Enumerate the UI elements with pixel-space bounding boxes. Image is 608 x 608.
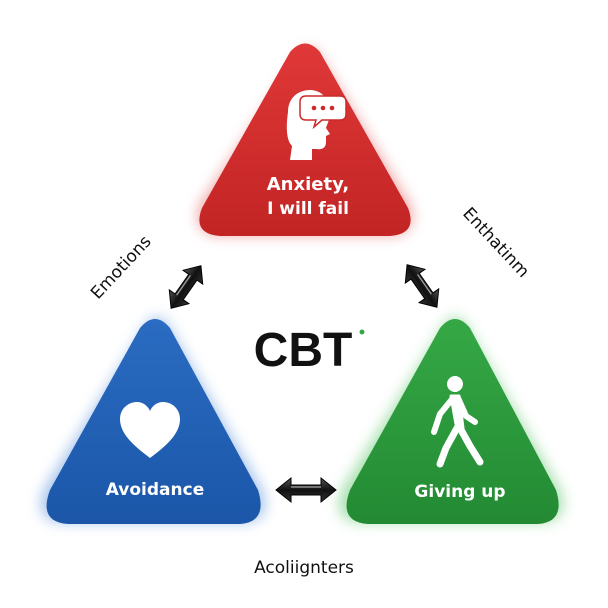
head-speech-bubble-icon (286, 90, 347, 160)
triangle-anxiety: Anxiety, I will fail (197, 43, 413, 236)
triangle-giving-up-shape (346, 319, 559, 524)
connector-left-label: Emotions (87, 232, 156, 304)
center-title-group: CBT (254, 324, 365, 377)
triangle-giving-up: Giving up (339, 317, 563, 524)
connector-right-arrow (404, 264, 440, 308)
triangle-anxiety-label-line2: I will fail (267, 199, 349, 219)
connector-right-label: Enthatinm (458, 204, 533, 282)
triangle-avoidance: Avoidance (41, 317, 265, 524)
triangle-anxiety-label-line1: Anxiety, (267, 174, 350, 195)
triangle-avoidance-label: Avoidance (106, 480, 205, 500)
center-title: CBT (254, 324, 353, 377)
walking-person-icon (431, 376, 484, 468)
connector-left-arrow (168, 265, 204, 309)
heart-icon (120, 402, 180, 458)
connector-bottom-label: Acoliignters (254, 558, 354, 578)
center-title-dot (359, 329, 365, 335)
connector-bottom-arrow (275, 476, 337, 504)
triangle-giving-up-label: Giving up (414, 482, 505, 502)
